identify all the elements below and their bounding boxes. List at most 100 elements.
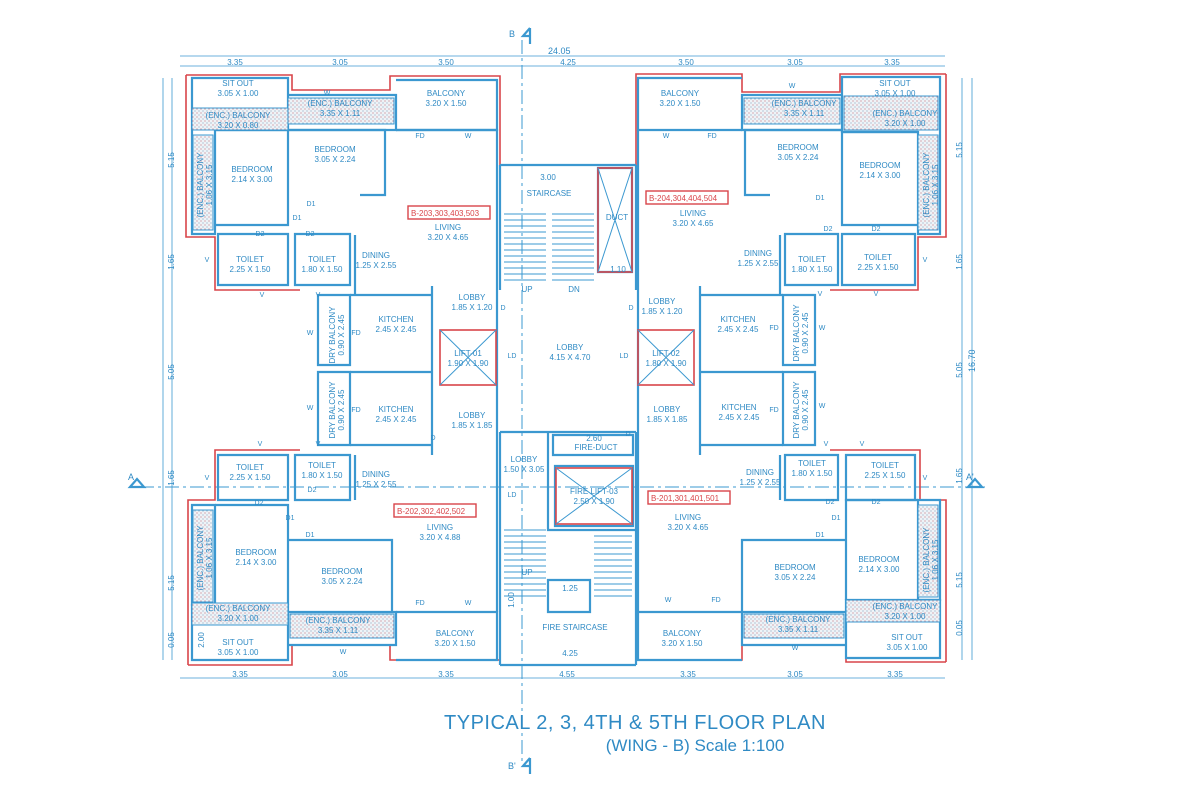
door-tag-w: W [465,133,472,140]
inner-dimension: 2.60 [586,434,602,443]
dimension-value: 0.05 [167,632,176,648]
door-tag-v: V [860,441,865,448]
room-size: 1.80 X 1.90 [646,359,687,368]
inner-dimension: 4.25 [562,649,578,658]
door-tag-d2: D2 [826,499,835,506]
door-tag-w: W [792,645,799,652]
room-size: 3.20 X 0.80 [218,121,259,130]
room-size: 2.25 X 1.50 [865,471,906,480]
dimension-value: 5.05 [955,362,964,378]
dimension-value: 5.05 [167,364,176,380]
dimension-value: 4.55 [559,670,575,679]
door-tag-v: V [818,291,823,298]
room-name: (ENC.) BALCONY [308,99,374,108]
room-size: 2.14 X 3.00 [860,171,901,180]
inner-dimension: 1.00 [507,592,516,608]
room-size: 0.90 X 2.45 [337,389,346,430]
room-size: 3.05 X 1.00 [887,643,928,652]
room-size: 3.05 X 2.24 [775,573,816,582]
room-name: (ENC.) BALCONY [206,604,272,613]
room-size: 3.05 X 1.00 [218,648,259,657]
dimension-value: 5.15 [955,572,964,588]
dimension-value: 1.65 [167,470,176,486]
unit-tag-bottom-left: B-202,302,402,502 [397,507,466,516]
door-tag-d1: D1 [816,195,825,202]
dimension-value: 1.65 [955,254,964,270]
door-tag-w: W [665,597,672,604]
room-size: 2.25 X 1.50 [230,473,271,482]
room-name: LOBBY [459,411,486,420]
room-name: BEDROOM [774,563,816,572]
room-size: 3.35 X 1.11 [784,109,825,118]
room-size: 3.20 X 4.65 [673,219,714,228]
door-tag-d1: D1 [293,215,302,222]
door-tag-d2: D2 [306,231,315,238]
dimension-value: 3.35 [884,58,900,67]
room-size: 2.45 X 2.45 [376,325,417,334]
room-name: FIRE STAIRCASE [542,623,607,632]
door-tag-v: V [316,441,321,448]
room-size: 3.35 X 1.11 [318,626,359,635]
inner-dimension: 2.00 [197,632,206,648]
door-tag-d2: D2 [256,231,265,238]
room-name: (ENC.) BALCONY [766,615,832,624]
room-lift1: LIFT-011.90 X 1.90 [448,349,489,368]
room-size: 3.20 X 1.00 [885,119,926,128]
door-tag-fd: FD [415,600,424,607]
room-size: 2.50 X 1.90 [574,497,615,506]
dims-right-col: 5.151.655.051.655.150.05 [955,142,964,636]
room-size: 1.85 X 1.20 [642,307,683,316]
door-tag-d2: D2 [255,500,264,507]
door-tag-d1: D1 [832,515,841,522]
door-tag-d1: D1 [816,532,825,539]
door-tag-d1: D1 [306,532,315,539]
room-name: DRY BALCONY [792,304,801,362]
room-name: KITCHEN [720,315,755,324]
room-size: 0.90 X 2.45 [801,312,810,353]
room-size: 3.20 X 1.50 [435,639,476,648]
room-size: 3.20 X 1.00 [218,614,259,623]
door-tag-v: V [874,291,879,298]
room-name: DINING [744,249,772,258]
room-name: DRY BALCONY [328,381,337,439]
room-name: BEDROOM [231,165,273,174]
door-tag-w: W [307,330,314,337]
room-size: 3.05 X 2.24 [315,155,356,164]
room-name: FIRE LIFT-03 [570,487,619,496]
dimension-value: 3.35 [227,58,243,67]
room-staircase: STAIRCASE [527,189,572,198]
room-size: 1.85 X 1.20 [452,303,493,312]
room-size: 4.15 X 4.70 [550,353,591,362]
stair-direction-label: DN [568,285,580,294]
room-size: 1.06 X 3.15 [205,537,214,578]
inner-dimension: 3.00 [540,173,556,182]
room-name: TOILET [308,461,336,470]
room-name: TOILET [798,459,826,468]
